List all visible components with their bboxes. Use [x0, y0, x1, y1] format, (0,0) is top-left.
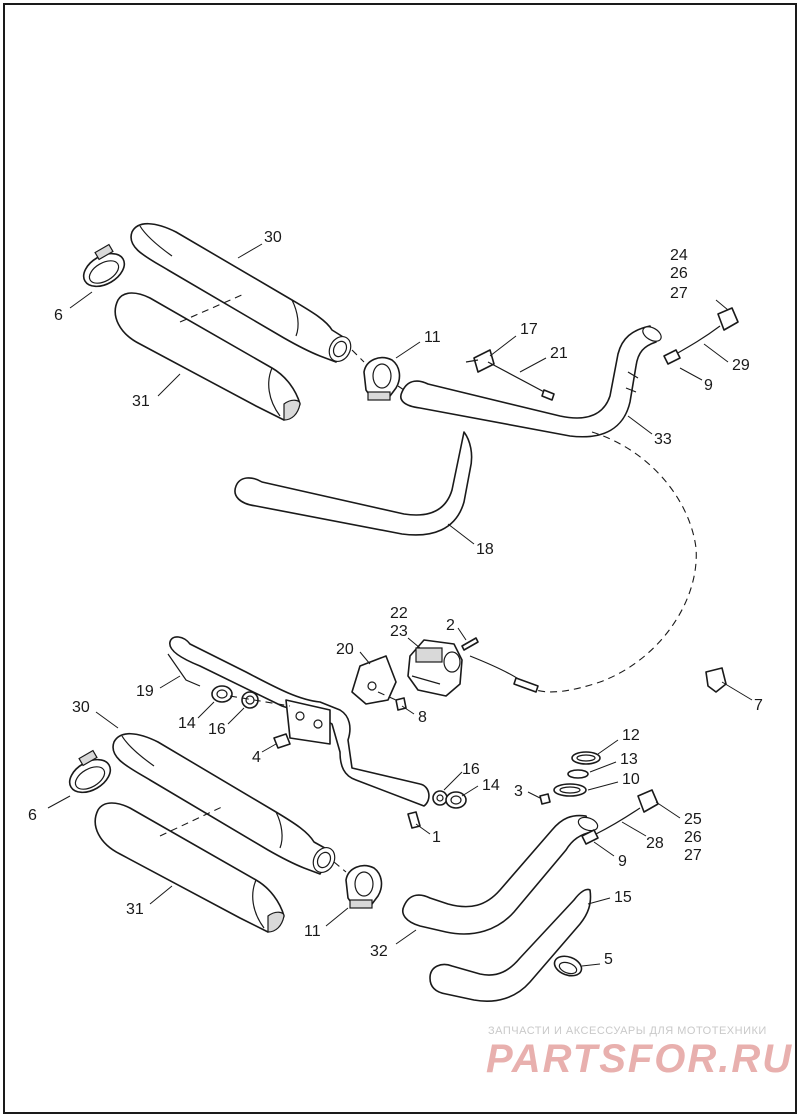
watermark-tagline: ЗАПЧАСТИ И АКСЕССУАРЫ ДЛЯ МОТОТЕХНИКИ	[488, 1025, 767, 1037]
callout-32: 32	[370, 943, 388, 960]
callout-16-left: 16	[208, 721, 226, 738]
mount-bracket-part	[167, 636, 430, 807]
callout-10: 10	[622, 771, 640, 788]
sensor-bracket-part	[465, 349, 555, 401]
callout-27-lower: 27	[684, 847, 702, 864]
callout-1: 1	[432, 829, 441, 846]
callout-5: 5	[604, 951, 613, 968]
o2-sensor-upper-part	[663, 307, 739, 365]
leader-lines	[47, 243, 753, 967]
callout-17: 17	[520, 321, 538, 338]
gasket-stack-part	[553, 751, 601, 797]
upper-clamp-axis	[351, 349, 365, 363]
exhaust-actuator-part	[407, 639, 463, 697]
callout-26-lower: 26	[684, 829, 702, 846]
callout-11-upper: 11	[424, 329, 441, 346]
callout-3: 3	[514, 783, 523, 800]
clip-7-part	[705, 667, 727, 693]
callout-31-upper: 31	[132, 393, 150, 410]
callout-13: 13	[620, 751, 638, 768]
callout-16-right: 16	[462, 761, 480, 778]
upper-heat-shield-part	[114, 292, 301, 421]
callout-26-upper: 26	[670, 265, 688, 282]
callout-24: 24	[670, 247, 688, 264]
callout-15: 15	[614, 889, 632, 906]
lower-heat-shield-part	[94, 802, 285, 933]
bushing-left-part	[211, 685, 259, 709]
callout-23: 23	[390, 623, 408, 640]
screw-1-part	[407, 811, 421, 829]
callout-7: 7	[754, 697, 763, 714]
lower-hose-clamp-part	[68, 749, 112, 794]
bushing-right-part	[432, 790, 467, 809]
callout-33: 33	[654, 431, 672, 448]
callout-labels: 30 6 31 11 17 21 24 26 27 29 9 33 18 22 …	[28, 229, 763, 968]
actuator-cable-end	[513, 677, 539, 693]
bracket-bushing-axis	[229, 695, 291, 707]
screw-2-part	[461, 637, 479, 651]
upper-hose-clamp-part	[82, 243, 126, 288]
lower-muffler-part	[112, 732, 336, 875]
callout-20: 20	[336, 641, 354, 658]
rear-heat-shield-part	[234, 431, 473, 536]
callout-30-lower: 30	[72, 699, 90, 716]
callout-30-upper: 30	[264, 229, 282, 246]
callout-14-left: 14	[178, 715, 196, 732]
callout-31-lower: 31	[126, 901, 144, 918]
callout-21: 21	[550, 345, 568, 362]
plug-3-part	[539, 793, 551, 805]
lower-clamp-axis	[333, 861, 347, 873]
callout-8: 8	[418, 709, 427, 726]
nut-4-part	[273, 733, 291, 749]
callout-25: 25	[684, 811, 702, 828]
callout-27-upper: 27	[670, 285, 688, 302]
callout-14-right: 14	[482, 777, 500, 794]
upper-band-clamp-part	[363, 356, 401, 401]
lower-band-clamp-part	[345, 864, 383, 909]
callout-19: 19	[136, 683, 154, 700]
actuator-screw-axis	[377, 691, 397, 701]
sensor-cable-route	[535, 431, 697, 693]
upper-muffler-part	[130, 222, 352, 363]
callout-22: 22	[390, 605, 408, 622]
front-heat-shield-part	[429, 888, 592, 1002]
upper-pipe-axis	[397, 385, 405, 391]
callout-9-upper: 9	[704, 377, 713, 394]
watermark: ЗАПЧАСТИ И АКСЕССУАРЫ ДЛЯ МОТОТЕХНИКИ PA…	[486, 1025, 793, 1081]
callout-9-lower: 9	[618, 853, 627, 870]
callout-4: 4	[252, 749, 261, 766]
callout-29: 29	[732, 357, 750, 374]
callout-6-lower: 6	[28, 807, 37, 824]
o2-sensor-lower-part	[581, 789, 659, 845]
callout-18: 18	[476, 541, 494, 558]
callout-12: 12	[622, 727, 640, 744]
diagram-border	[3, 3, 797, 1114]
watermark-logo: PARTSFOR.RU	[486, 1037, 793, 1081]
actuator-bracket-part	[351, 655, 397, 705]
actuator-cable	[469, 655, 521, 681]
callout-6-upper: 6	[54, 307, 63, 324]
callout-28: 28	[646, 835, 664, 852]
lower-small-clamp-part	[553, 955, 583, 977]
upper-head-pipe-part	[400, 325, 662, 438]
callout-2: 2	[446, 617, 455, 634]
callout-11-lower: 11	[304, 923, 321, 940]
